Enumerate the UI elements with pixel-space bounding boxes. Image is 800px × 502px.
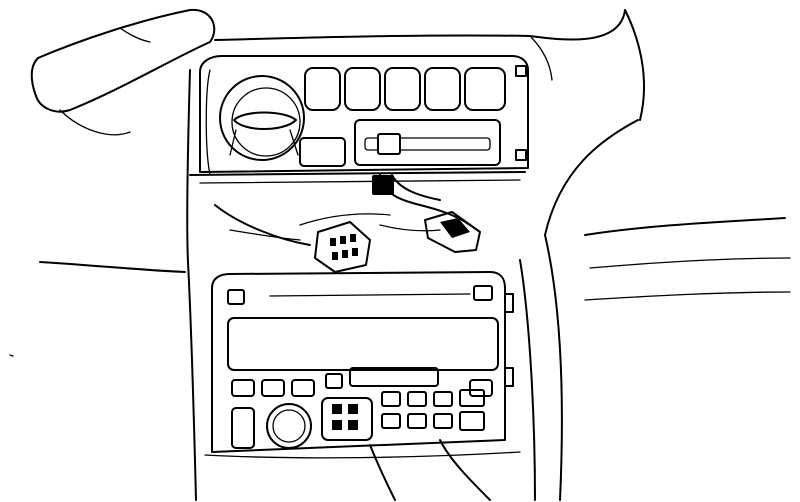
temperature-slider xyxy=(354,119,501,166)
eject-button xyxy=(227,289,245,305)
preset-buttons xyxy=(231,367,493,397)
center-console xyxy=(186,69,563,501)
climate-control-unit xyxy=(199,55,529,173)
volume-knob-icon xyxy=(266,403,312,449)
lower-console xyxy=(369,439,491,501)
wiring-harness xyxy=(214,174,481,273)
dashboard-panel xyxy=(9,9,791,357)
radio-wiring-connector xyxy=(314,221,371,273)
harness-clip-icon xyxy=(372,175,394,195)
steering-wheel xyxy=(30,8,216,136)
antenna-connector xyxy=(424,211,481,253)
vent-buttons xyxy=(304,67,506,111)
trim-strip xyxy=(189,171,526,184)
cassette-slot xyxy=(349,367,439,387)
display-window xyxy=(227,317,499,371)
radio-head-unit xyxy=(204,271,521,459)
fan-dial-icon xyxy=(219,75,305,161)
ac-button xyxy=(299,137,346,167)
